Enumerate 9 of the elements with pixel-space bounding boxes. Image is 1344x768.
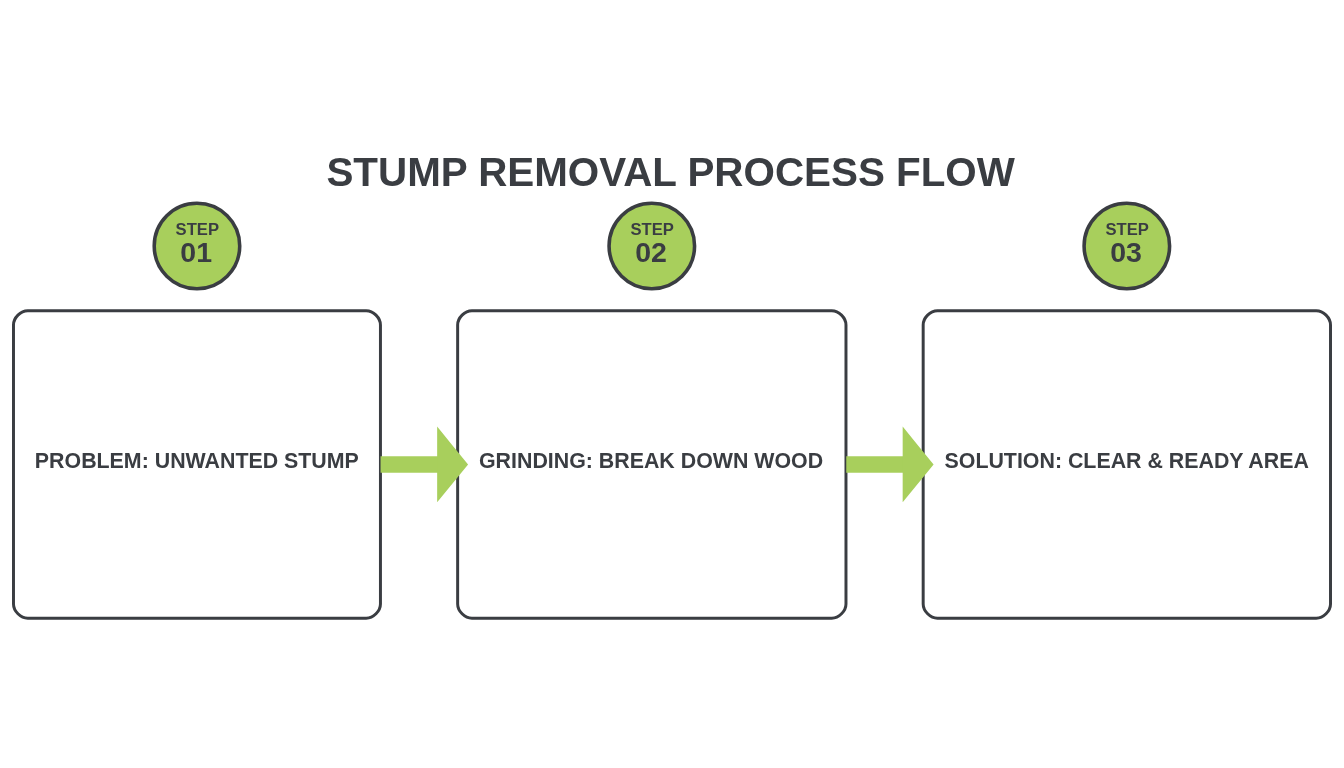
node-circle: STEP 03 — [1082, 201, 1172, 291]
node-circle: STEP 01 — [152, 201, 242, 291]
node-circle: STEP 02 — [607, 201, 697, 291]
node-box: SOLUTION: CLEAR & READY AREA — [921, 309, 1332, 620]
node-box: PROBLEM: UNWANTED STUMP — [12, 309, 382, 620]
arrow — [380, 426, 469, 503]
diagram-title: STUMP REMOVAL PROCESS FLOW — [326, 148, 1015, 195]
arrow — [846, 426, 934, 503]
node-box: GRINDING: BREAK DOWN WOOD — [456, 309, 848, 620]
